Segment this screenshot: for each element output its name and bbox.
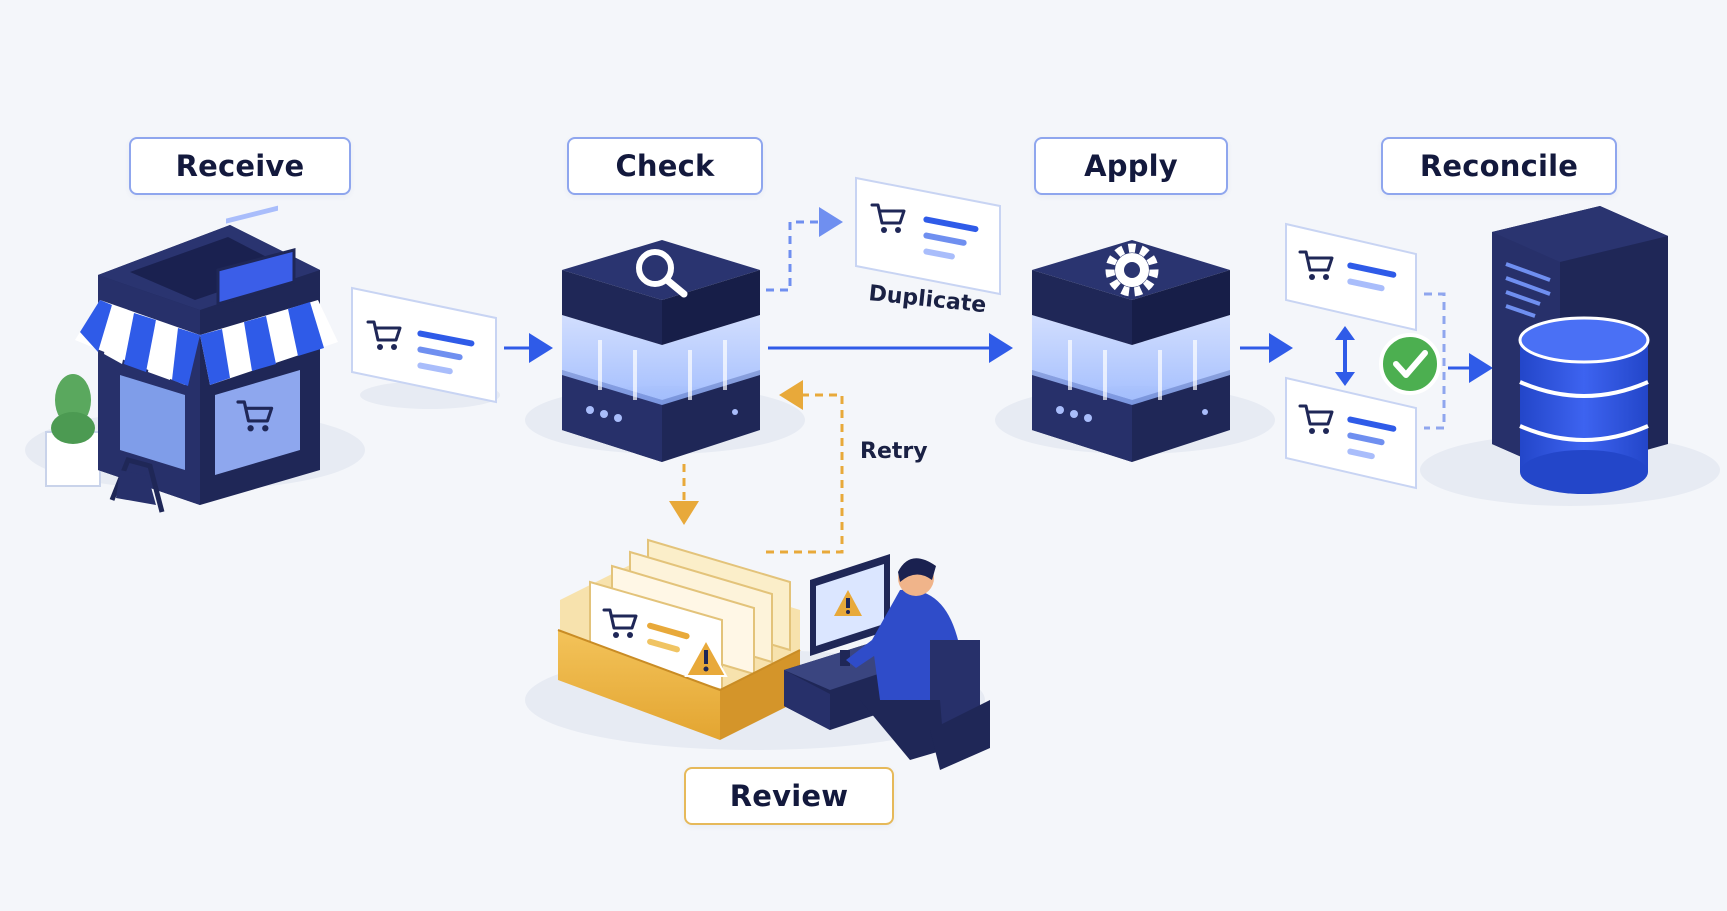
order-card <box>351 286 497 404</box>
annotation-retry: Retry <box>860 439 928 464</box>
stage-label-check: Check <box>567 137 763 195</box>
folder-icon <box>557 538 801 740</box>
apply-server <box>1032 240 1230 462</box>
storefront-icon <box>45 205 338 513</box>
check-server <box>562 240 760 462</box>
retry-arrow <box>766 380 844 554</box>
duplicate-arrow <box>766 207 843 292</box>
magnifier-icon <box>636 249 688 298</box>
duplicate-card <box>855 176 1001 296</box>
stage-label-reconcile: Reconcile <box>1381 137 1617 195</box>
gear-icon <box>1105 243 1159 297</box>
stage-label-review: Review <box>684 767 894 825</box>
stage-label-receive: Receive <box>129 137 351 195</box>
stage-label-apply: Apply <box>1034 137 1228 195</box>
reconcile-bracket <box>1424 292 1446 430</box>
monitor-icon <box>810 554 890 666</box>
warning-icon <box>684 637 728 677</box>
person-icon <box>846 558 990 770</box>
database-icon <box>1518 316 1650 494</box>
reconcile-card-bottom <box>1285 376 1417 490</box>
check-circle-icon <box>1379 333 1441 395</box>
compare-arrow-icon <box>1335 326 1355 386</box>
reconcile-card-top <box>1285 222 1417 332</box>
